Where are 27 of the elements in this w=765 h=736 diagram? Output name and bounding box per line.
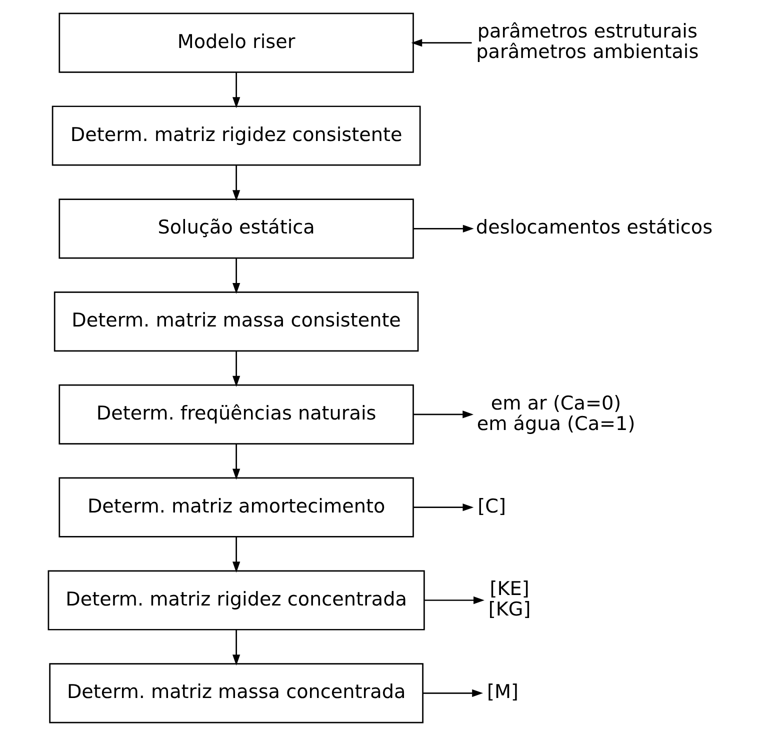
node-box: Determ. matriz massa concentrada [49, 663, 424, 724]
node-box: Determ. matriz massa consistente [54, 292, 419, 352]
arrow [414, 410, 474, 418]
arrow [232, 258, 240, 294]
arrow [232, 536, 240, 573]
arrow [232, 165, 240, 202]
arrow [424, 596, 484, 604]
node-box: Determ. freqüências naturais [58, 384, 414, 444]
node-box: Modelo riser [58, 12, 414, 73]
node-box: Determ. matriz rigidez concentrada [48, 570, 425, 630]
node-box: Solução estática [58, 198, 414, 259]
arrow [414, 224, 474, 232]
arrow [413, 504, 474, 512]
node-text: deslocamentos estáticos [476, 216, 713, 239]
arrow [423, 689, 484, 697]
node-text: em ar (Ca=0) em água (Ca=1) [476, 391, 636, 435]
arrow [411, 39, 472, 47]
node-text: parâmetros estruturais parâmetros ambientais [476, 20, 699, 64]
arrow [232, 444, 240, 480]
arrow [232, 350, 240, 387]
arrow [232, 630, 240, 666]
node-text: [C] [478, 494, 506, 518]
node-text: [M] [487, 680, 518, 704]
node-box: Determ. matriz amortecimento [58, 477, 414, 538]
node-text: [KE] [KG] [488, 577, 531, 621]
node-box: Determ. matriz rigidez consistente [52, 106, 421, 166]
arrow [232, 72, 240, 108]
